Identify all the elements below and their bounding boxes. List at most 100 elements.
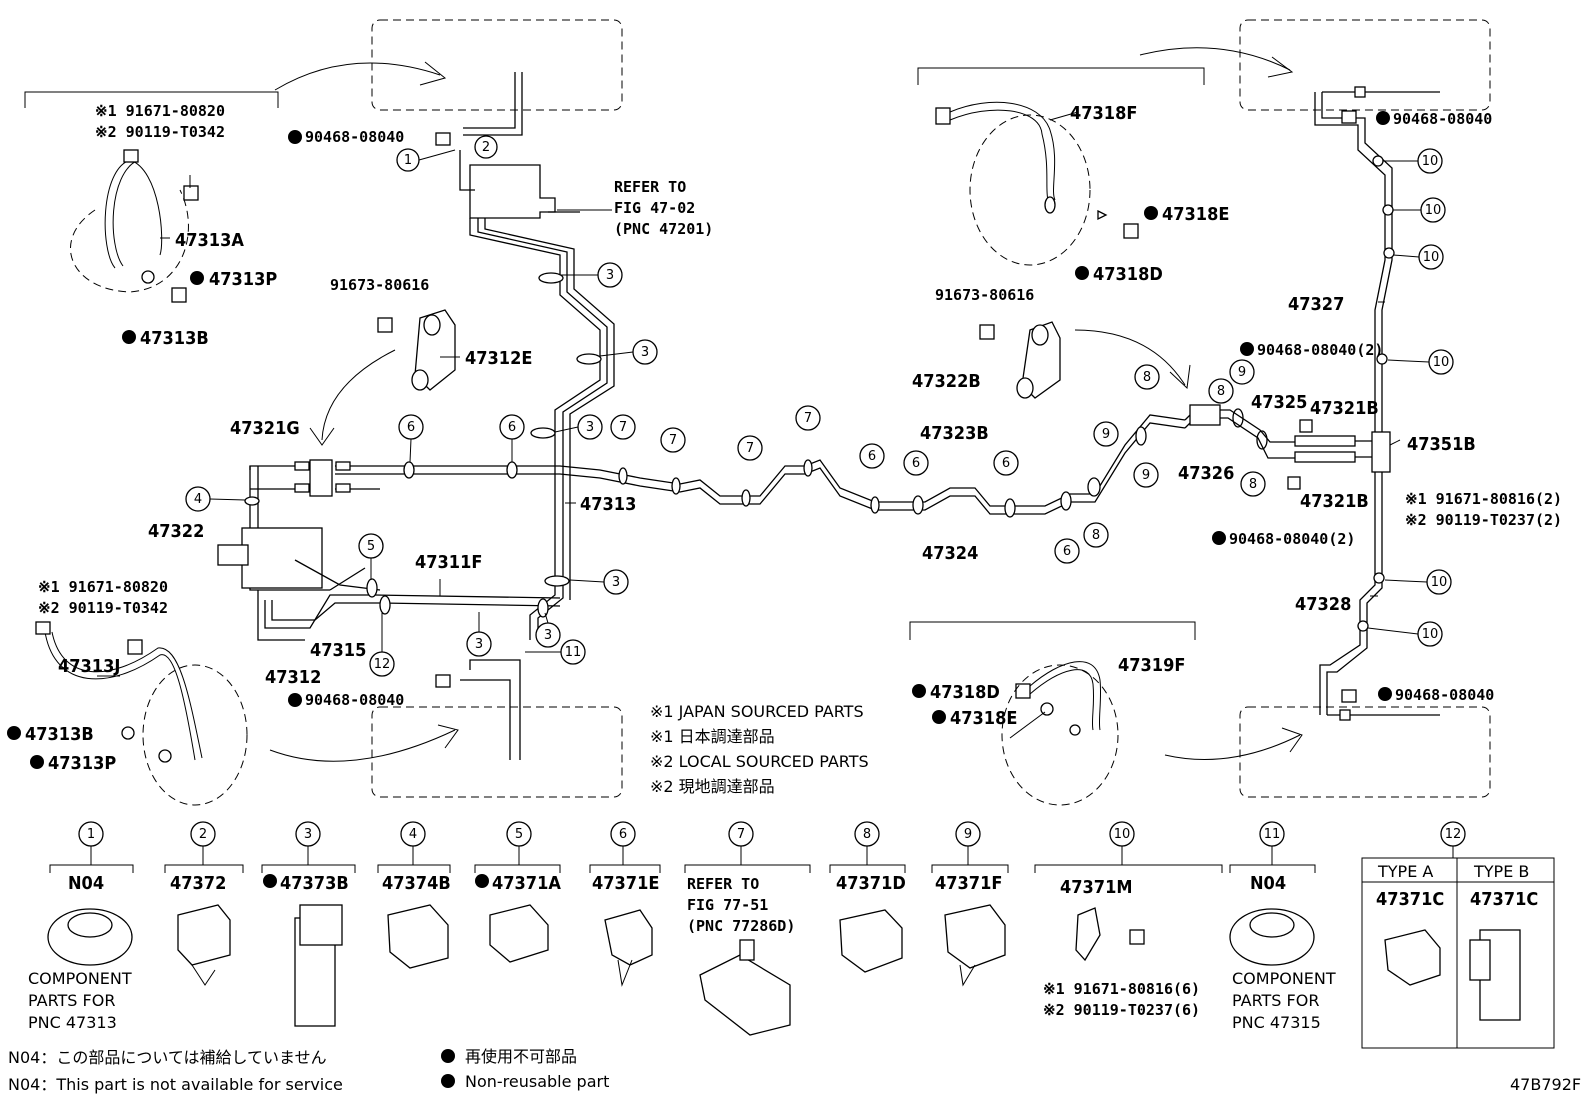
svg-text:※2 90119-T0237(6): ※2 90119-T0237(6)	[1043, 1001, 1200, 1019]
svg-text:COMPONENT: COMPONENT	[28, 969, 132, 988]
callout-1: 1	[404, 153, 412, 168]
svg-text:※1 91671-80816(6): ※1 91671-80816(6)	[1043, 980, 1200, 998]
comp-12-type-b: TYPE B	[1473, 862, 1529, 881]
svg-text:(PNC 77286D): (PNC 77286D)	[687, 917, 795, 935]
comp-2-num: 2	[199, 827, 207, 842]
comp-5-num: 5	[515, 827, 523, 842]
callout-6b: 6	[508, 420, 516, 435]
comp-8-num: 8	[863, 827, 871, 842]
bracket-47322b	[979, 321, 1061, 399]
comp-1-code: N04	[68, 873, 104, 894]
label-47313b-bot: 47313B	[25, 724, 94, 745]
callout-4: 4	[194, 492, 202, 507]
callout-10b: 10	[1425, 203, 1442, 218]
callout-6c: 6	[868, 449, 876, 464]
callout-8a: 8	[1143, 370, 1151, 385]
comp-2-code: 47372	[170, 873, 226, 894]
label-47312: 47312	[265, 667, 321, 688]
n04-jp: N04：この部品については補給していません	[8, 1048, 327, 1067]
brackets	[24, 67, 1205, 640]
pn-bolt-right-1: ※1 91671-80816(2)	[1405, 490, 1562, 508]
comp-7-num: 7	[737, 827, 745, 842]
comp-4-num: 4	[409, 827, 417, 842]
refer-fig-47-02: REFER TO FIG 47-02 (PNC 47201)	[614, 178, 713, 238]
pn-91673-right: 91673-80616	[935, 286, 1034, 304]
callout-10e: 10	[1431, 575, 1448, 590]
callout-2: 2	[482, 140, 490, 155]
bottom-legend: N04：この部品については補給していません N04：This part is n…	[8, 1047, 1581, 1094]
comp-12-code-b: 47371C	[1470, 889, 1538, 910]
svg-text:PNC 47315: PNC 47315	[1232, 1013, 1321, 1032]
svg-text:PNC 47313: PNC 47313	[28, 1013, 117, 1032]
hose-47313j	[35, 621, 248, 806]
svg-text:PARTS FOR: PARTS FOR	[28, 991, 115, 1010]
pn-bolt-top-1: ※1 91671-80820	[95, 102, 225, 120]
pn-bolt-top-2: ※2 90119-T0342	[95, 123, 225, 141]
svg-text:FIG 47-02: FIG 47-02	[614, 199, 695, 217]
comp-3-code: 47373B	[280, 873, 349, 894]
svg-text:※1 JAPAN SOURCED PARTS: ※1 JAPAN SOURCED PARTS	[650, 702, 864, 721]
svg-text:※2 LOCAL SOURCED PARTS: ※2 LOCAL SOURCED PARTS	[650, 752, 869, 771]
label-47318f: 47318F	[1070, 103, 1137, 124]
non-reusable-jp: 再使用不可部品	[465, 1047, 577, 1066]
label-47313a: 47313A	[175, 230, 244, 251]
sourcing-notes: ※1 JAPAN SOURCED PARTS ※1 日本調達部品 ※2 LOCA…	[650, 702, 869, 796]
comp-5-code: 47371A	[492, 873, 561, 894]
pipe-routing-left	[217, 72, 1186, 760]
label-47319f: 47319F	[1118, 655, 1185, 676]
label-47324: 47324	[922, 543, 978, 564]
callout-6a: 6	[407, 420, 415, 435]
svg-text:※1 日本調達部品: ※1 日本調達部品	[650, 727, 775, 746]
comp-10-code: 47371M	[1060, 877, 1132, 898]
callout-10f: 10	[1422, 627, 1439, 642]
callout-10d: 10	[1433, 355, 1450, 370]
pn-91673-left: 91673-80616	[330, 276, 429, 294]
callout-8c: 8	[1249, 477, 1257, 492]
comp-6-num: 6	[619, 827, 627, 842]
ref-box-bottom-right	[1239, 706, 1491, 798]
callout-6d: 6	[912, 456, 920, 471]
label-47323b: 47323B	[920, 423, 989, 444]
callout-3d: 3	[612, 575, 620, 590]
callout-7d: 7	[804, 411, 812, 426]
callout-8b: 8	[1217, 384, 1225, 399]
pn-clip-right-bot: 90468-08040	[1395, 686, 1494, 704]
leader-lines	[97, 111, 1401, 739]
comp-12-code-a: 47371C	[1376, 889, 1444, 910]
callout-11: 11	[565, 645, 582, 660]
pn-clip-left-bot: 90468-08040	[305, 691, 404, 709]
label-47327: 47327	[1288, 294, 1344, 315]
comp-10-num: 10	[1114, 827, 1131, 842]
comp-12-num: 12	[1445, 827, 1462, 842]
callout-3e: 3	[475, 637, 483, 652]
label-47318d-bot: 47318D	[930, 682, 1000, 703]
label-47325: 47325	[1251, 392, 1307, 413]
comp-9-code: 47371F	[935, 873, 1002, 894]
callout-3c: 3	[586, 420, 594, 435]
pn-clip-left: 90468-08040	[305, 128, 404, 146]
label-47313b-top: 47313B	[140, 328, 209, 349]
label-47318d-top: 47318D	[1093, 264, 1163, 285]
callout-9c: 9	[1238, 365, 1246, 380]
label-47321b-bot: 47321B	[1300, 491, 1369, 512]
svg-text:COMPONENT: COMPONENT	[1232, 969, 1336, 988]
clip-symbols	[435, 110, 1357, 703]
svg-text:(PNC 47201): (PNC 47201)	[614, 220, 713, 238]
comp-9-num: 9	[964, 827, 972, 842]
ref-box-bottom-left	[371, 706, 623, 798]
comp-6-code: 47371E	[592, 873, 659, 894]
label-47313p-bot: 47313P	[48, 753, 116, 774]
callout-leaders	[209, 149, 1430, 653]
ref-box-top-right	[1239, 19, 1491, 111]
callout-8d: 8	[1092, 528, 1100, 543]
callout-3b: 3	[641, 345, 649, 360]
callout-3a: 3	[606, 268, 614, 283]
callout-9b: 9	[1142, 468, 1150, 483]
label-47318e-top: 47318E	[1162, 204, 1229, 225]
hose-47313a	[70, 149, 199, 303]
callout-10c: 10	[1423, 250, 1440, 265]
non-reusable-en: Non-reusable part	[465, 1072, 609, 1091]
callout-7b: 7	[669, 433, 677, 448]
bracket-47312e	[377, 309, 456, 391]
svg-text:FIG 77-51: FIG 77-51	[687, 896, 768, 914]
